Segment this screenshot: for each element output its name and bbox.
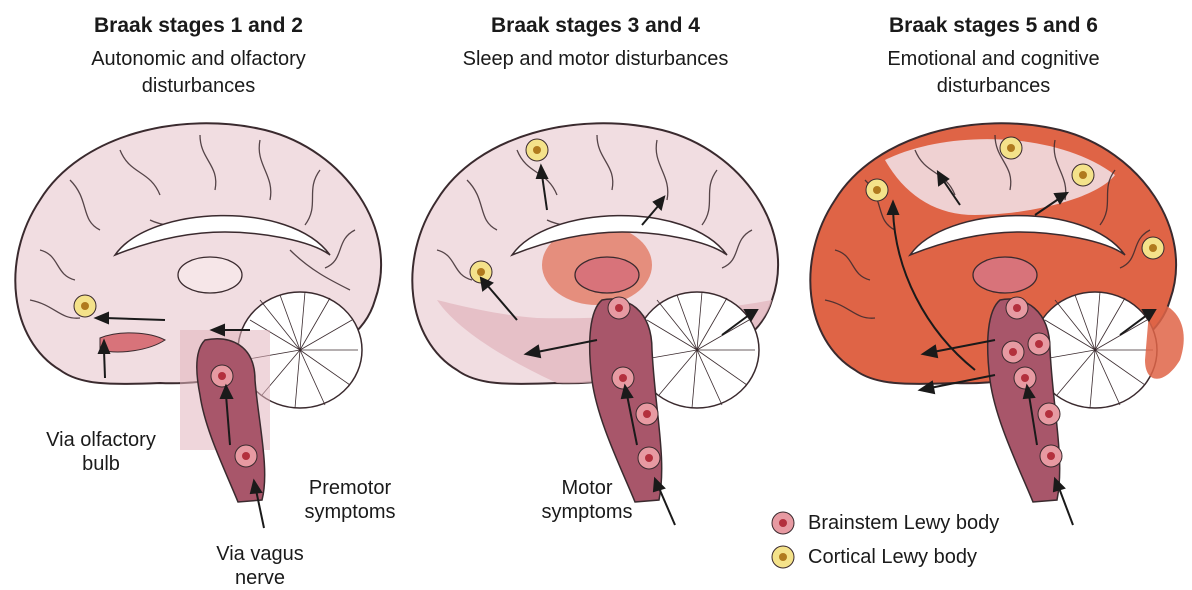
- cortical-lewy-body: [1142, 237, 1164, 259]
- brainstem-lewy-body: [1002, 341, 1024, 363]
- cortical-lewy-body: [74, 295, 96, 317]
- brainstem-lewy-body: [638, 447, 660, 469]
- brainstem-lewy-body: [612, 367, 634, 389]
- label-premotor-symptoms: Premotor symptoms: [290, 476, 410, 524]
- label-via-olfactory-bulb: Via olfactory bulb: [26, 428, 176, 476]
- cortical-lewy-body: [1000, 137, 1022, 159]
- brain-diagram-stage-5-6: [795, 0, 1192, 589]
- panel-stage-3-4: Braak stages 3 and 4 Sleep and motor dis…: [397, 0, 794, 589]
- panel-stage-1-2: Braak stages 1 and 2 Autonomic and olfac…: [0, 0, 397, 589]
- brainstem-lewy-body: [1038, 403, 1060, 425]
- label-via-vagus-nerve: Via vagus nerve: [200, 542, 320, 590]
- cortical-lewy-body: [1072, 164, 1094, 186]
- cortical-lewy-body: [526, 139, 548, 161]
- brainstem-lewy-body: [1014, 367, 1036, 389]
- brainstem-lewy-body: [636, 403, 658, 425]
- label-motor-symptoms: Motor symptoms: [537, 476, 637, 524]
- legend-label: Cortical Lewy body: [808, 546, 977, 569]
- cortical-lewy-body: [866, 179, 888, 201]
- cortical-lewy-body-icon: [770, 544, 796, 570]
- legend-item-brainstem: Brainstem Lewy body: [770, 506, 999, 540]
- legend-item-cortical: Cortical Lewy body: [770, 540, 999, 574]
- panel-stage-5-6: Braak stages 5 and 6 Emotional and cogni…: [795, 0, 1192, 589]
- thalamus: [575, 257, 639, 293]
- brainstem-lewy-body-icon: [770, 510, 796, 536]
- brainstem-lewy-body: [235, 445, 257, 467]
- brainstem-lewy-body: [211, 365, 233, 387]
- legend: Brainstem Lewy body Cortical Lewy body: [770, 506, 999, 574]
- thalamus: [973, 257, 1037, 293]
- brainstem-lewy-body: [1040, 445, 1062, 467]
- brainstem-lewy-body: [608, 297, 630, 319]
- thalamus: [178, 257, 242, 293]
- brainstem-lewy-body: [1028, 333, 1050, 355]
- legend-label: Brainstem Lewy body: [808, 512, 999, 535]
- brainstem-lewy-body: [1006, 297, 1028, 319]
